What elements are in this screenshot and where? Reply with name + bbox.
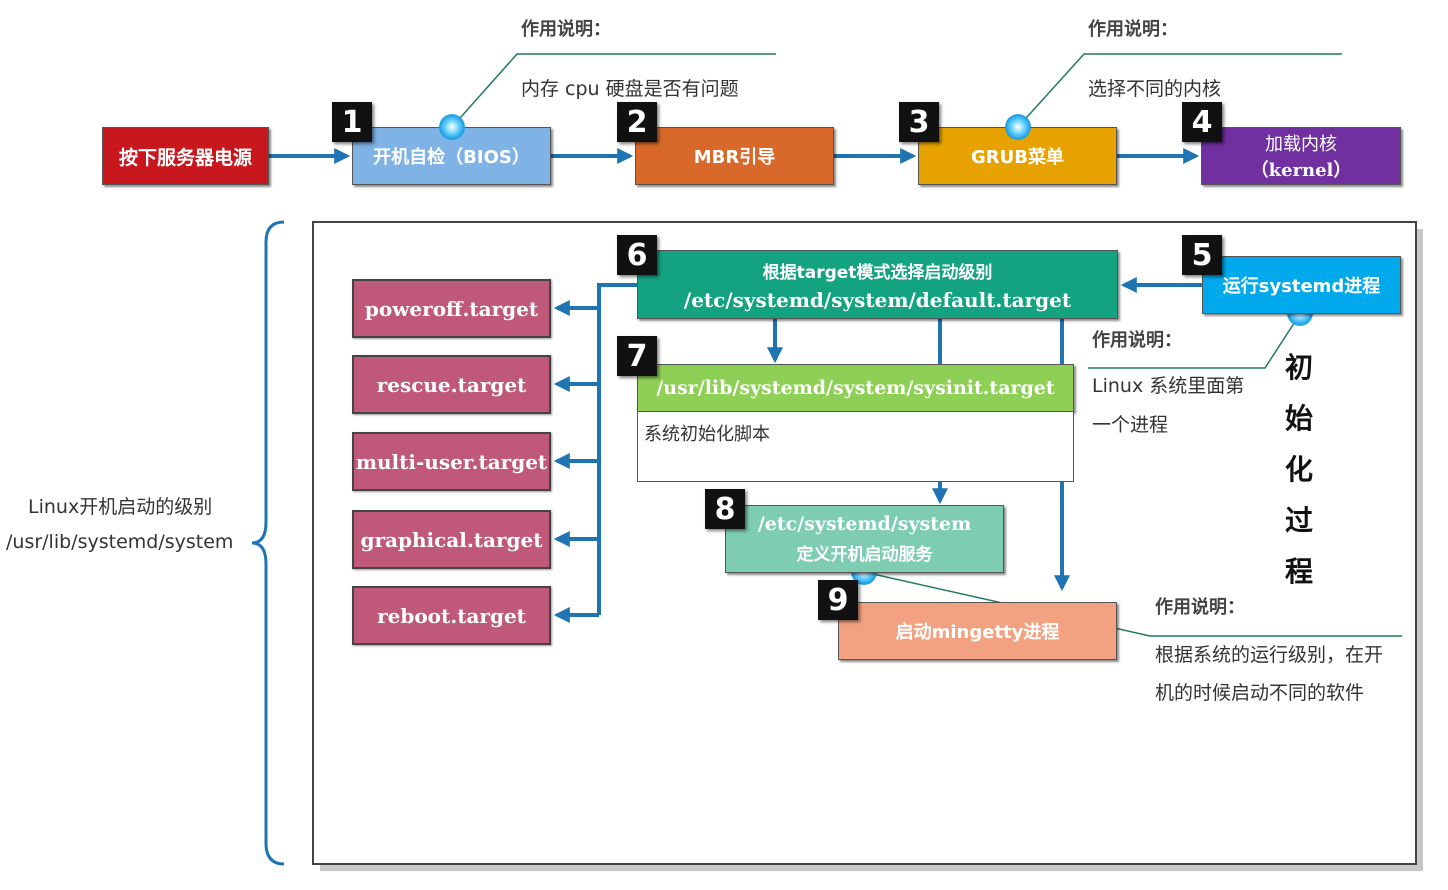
sysinit-target-label: /usr/lib/systemd/system/sysinit.target [656, 377, 1055, 399]
step-number-3: 3 [899, 102, 939, 142]
vertical-char-3: 化 [1284, 453, 1313, 486]
step-number-2: 2 [617, 102, 657, 142]
bios-note-text: 内存 cpu 硬盘是否有问题 [521, 78, 739, 100]
callout-line-systemd [1088, 313, 1301, 369]
kernel-label-line1: 加载内核 [1265, 134, 1337, 155]
vertical-char-4: 过 [1284, 504, 1313, 537]
mingetty-note-title: 作用说明： [1155, 597, 1245, 618]
target-bus [597, 283, 637, 615]
vertical-char-5: 程 [1284, 555, 1313, 588]
default-target-line1: 根据target模式选择启动级别 [762, 262, 993, 283]
mbr-box: MBR引导 [635, 127, 834, 185]
step-number-9: 9 [818, 580, 858, 620]
target-graphical: graphical.target [352, 510, 551, 569]
target-multi-user: multi-user.target [352, 432, 551, 491]
step-number-6: 6 [617, 235, 657, 275]
target-reboot: reboot.target [352, 586, 551, 645]
brace-line [251, 220, 285, 866]
target-poweroff: poweroff.target [352, 279, 551, 338]
callout-line-bios [451, 53, 776, 128]
callout-line-grub [1017, 53, 1342, 128]
kernel-box: 加载内核 （kernel） [1201, 127, 1401, 185]
etc-systemd-line1: /etc/systemd/system [757, 512, 972, 535]
left-label-line2: /usr/lib/systemd/system [6, 531, 234, 553]
grub-label: GRUB菜单 [971, 147, 1064, 168]
systemd-label: 运行systemd进程 [1222, 276, 1381, 297]
sysinit-description: 系统初始化脚本 [644, 424, 770, 445]
step-number-7: 7 [617, 336, 657, 376]
sysinit-target-box: /usr/lib/systemd/system/sysinit.target [637, 364, 1074, 412]
systemd-note-line2: 一个进程 [1092, 414, 1169, 436]
etc-systemd-box: /etc/systemd/system 定义开机启动服务 [725, 505, 1004, 573]
vertical-char-1: 初 [1284, 351, 1313, 384]
sysinit-description-box: 系统初始化脚本 [637, 412, 1074, 482]
step-number-5: 5 [1182, 235, 1222, 275]
vertical-char-2: 始 [1284, 402, 1313, 435]
step-number-8: 8 [705, 489, 745, 529]
systemd-note-line1: Linux 系统里面第 [1092, 375, 1245, 397]
mbr-label: MBR引导 [693, 147, 776, 168]
power-on-box: 按下服务器电源 [102, 127, 269, 185]
kernel-label-line2: （kernel） [1250, 160, 1352, 181]
power-on-label: 按下服务器电源 [118, 146, 252, 169]
callout-line-mingetty [863, 571, 1402, 637]
default-target-line2: /etc/systemd/system/default.target [683, 287, 1072, 312]
mingetty-note-line2: 机的时候启动不同的软件 [1155, 682, 1365, 704]
callout-dot-grub [1005, 114, 1031, 140]
left-label-line1: Linux开机启动的级别 [28, 496, 213, 518]
bios-note-title: 作用说明： [521, 19, 611, 40]
default-target-box: 根据target模式选择启动级别 /etc/systemd/system/def… [637, 250, 1118, 319]
step-number-1: 1 [332, 102, 372, 142]
systemd-note-title: 作用说明： [1092, 330, 1182, 351]
grub-note-text: 选择不同的内核 [1088, 78, 1222, 100]
callout-dot-bios [439, 114, 465, 140]
systemd-box: 运行systemd进程 [1202, 256, 1401, 314]
grub-note-title: 作用说明： [1088, 19, 1178, 40]
mingetty-box: 启动mingetty进程 [838, 602, 1117, 660]
target-rescue: rescue.target [352, 355, 551, 414]
mingetty-note-line1: 根据系统的运行级别，在开 [1155, 644, 1384, 666]
init-process-vertical-title: 初 始 化 过 程 [1276, 342, 1322, 597]
step-number-4: 4 [1182, 102, 1222, 142]
etc-systemd-line2: 定义开机启动服务 [796, 545, 933, 566]
bios-label: 开机自检（BIOS） [373, 147, 530, 168]
mingetty-label: 启动mingetty进程 [895, 622, 1060, 643]
